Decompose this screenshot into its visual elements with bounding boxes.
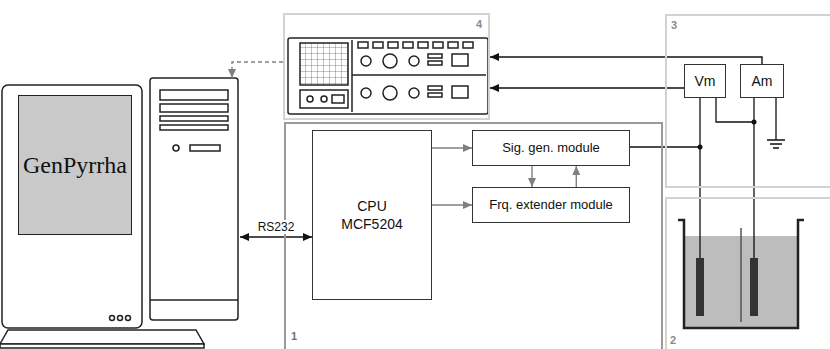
cell-drawing [678, 220, 804, 328]
meter-box: Vm [684, 64, 726, 98]
callout-number: 3 [671, 20, 677, 31]
cpu-box: CPU MCF5204 [312, 130, 432, 300]
module-box: Sig. gen. module [472, 130, 630, 166]
box-label: Vm [695, 72, 716, 90]
meter-box: Am [740, 64, 784, 98]
computer-workstation: GenPyrrha [0, 78, 240, 349]
panel-frame: 3Vm Am [665, 14, 830, 188]
panel-frame: 2 [665, 197, 830, 349]
box-label: Sig. gen. module [502, 140, 600, 157]
junction-dot [752, 120, 757, 125]
module-box: Frq. extender module [472, 187, 630, 223]
callout-number: 1 [291, 331, 297, 342]
connector-arrow [490, 87, 684, 88]
connector-arrow [240, 236, 312, 237]
computer-drawing [0, 78, 238, 348]
box-label: CPU MCF5204 [338, 197, 405, 233]
connector-arrow [531, 166, 532, 187]
panel-frame: 4 [283, 13, 490, 120]
connector-arrow [490, 57, 762, 64]
panel-frame: 1 CPU MCF5204 Sig. gen. moduleFrq. extende… [284, 122, 663, 349]
oscilloscope-drawing [288, 38, 488, 114]
edge-label: RS232 [256, 220, 297, 234]
connector-arrow [576, 166, 577, 187]
box-label: Frq. extender module [489, 197, 613, 214]
callout-number: 4 [476, 19, 482, 30]
connector-arrow [432, 147, 472, 148]
screen-title: GenPyrrha [18, 95, 132, 235]
box-label: Am [752, 72, 773, 90]
connector-arrow [232, 62, 283, 78]
connector-arrow [432, 204, 472, 205]
callout-number: 2 [670, 335, 676, 346]
junction-dot [698, 145, 703, 150]
